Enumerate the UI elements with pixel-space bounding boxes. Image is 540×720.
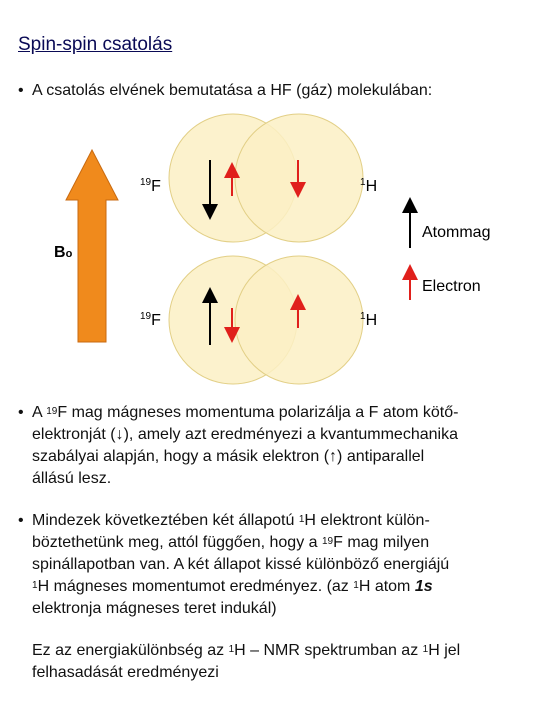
c-l2: felhasadását eredményezi xyxy=(32,664,219,681)
b3-l5: elektronja mágneses teret indukál) xyxy=(32,600,277,617)
c-l1sup2: 1 xyxy=(422,644,429,655)
b2-l2: elektronját (↓), amely azt eredményezi a… xyxy=(32,426,458,443)
bullet-dot: • xyxy=(18,512,24,529)
legend-electron-label: Electron xyxy=(422,278,481,295)
b3-l4c: 1s xyxy=(414,578,433,595)
c-l1b: H – NMR spektrumban az xyxy=(234,642,423,659)
f-label-top: 19F xyxy=(140,177,161,196)
h-label-bottom-sup: 1 xyxy=(360,311,366,322)
b0-label-sub: o xyxy=(65,248,73,260)
f-label-bottom-sup: 19 xyxy=(140,311,152,322)
bullet-dot: • xyxy=(18,404,24,421)
b3-l4b: H atom xyxy=(358,578,415,595)
b3-l2sup: 19 xyxy=(321,536,334,547)
f-label-top-text: F xyxy=(151,178,161,195)
b0-label-text: B xyxy=(54,244,66,261)
b3-l1a: Mindezek következtében két állapotú xyxy=(32,512,299,529)
b3-l1sup: 1 xyxy=(298,514,305,525)
b3-l3: spinállapotban van. A két állapot kissé … xyxy=(32,556,450,573)
c-l1c: H jel xyxy=(428,642,461,659)
hf-coupling-diagram xyxy=(65,113,418,385)
h-label-bottom: 1H xyxy=(360,311,378,330)
bullet-states: •Mindezek következtében két állapotú 1H … xyxy=(18,510,449,620)
b2-l4: állású lesz. xyxy=(32,470,112,487)
b3-l1b: H elektront külön- xyxy=(304,512,430,529)
b2-l1b: F mag mágneses momentuma polarizálja a F… xyxy=(57,404,459,421)
b3-l4sup: 1 xyxy=(32,580,38,591)
bullet-polarization: • A 19F mag mágneses momentuma polarizálj… xyxy=(18,402,458,490)
b0-field-arrow xyxy=(65,148,119,343)
bullet-dot: • xyxy=(18,82,24,99)
b0-label: Bo xyxy=(54,244,72,262)
bullet-intro: • A csatolás elvének bemutatása a HF (gáz… xyxy=(18,80,432,102)
h-label-top: 1H xyxy=(360,177,378,196)
conclusion: Ez az energiakülönbség az 1H – NMR spekt… xyxy=(32,640,460,684)
c-l1sup: 1 xyxy=(228,644,235,655)
b3-l4sup2: 1 xyxy=(353,580,359,591)
b3-l2a: böztethetünk meg, attól függően, hogy a xyxy=(32,534,322,551)
bullet-intro-text: A csatolás elvének bemutatása a HF (gáz)… xyxy=(32,82,433,99)
page-title: Spin-spin csatolás xyxy=(18,34,173,55)
legend-nucleus-label: Atommag xyxy=(422,224,491,241)
b3-l4: H mágneses momentumot eredményez. (az xyxy=(37,578,354,595)
c-l1a: Ez az energiakülönbség az xyxy=(32,642,229,659)
b2-l1sup: 19 xyxy=(46,406,58,417)
b2-l3: szabályai alapján, hogy a másik elektron… xyxy=(32,448,425,465)
h-label-top-sup: 1 xyxy=(360,177,366,188)
f-label-bottom: 19F xyxy=(140,311,161,330)
h-label-top-text: H xyxy=(365,178,378,195)
b3-l2b: F mag milyen xyxy=(333,534,430,551)
f-label-bottom-text: F xyxy=(151,312,161,329)
f-label-top-sup: 19 xyxy=(140,177,152,188)
h-label-bottom-text: H xyxy=(365,312,378,329)
b2-l1a: A xyxy=(32,404,47,421)
